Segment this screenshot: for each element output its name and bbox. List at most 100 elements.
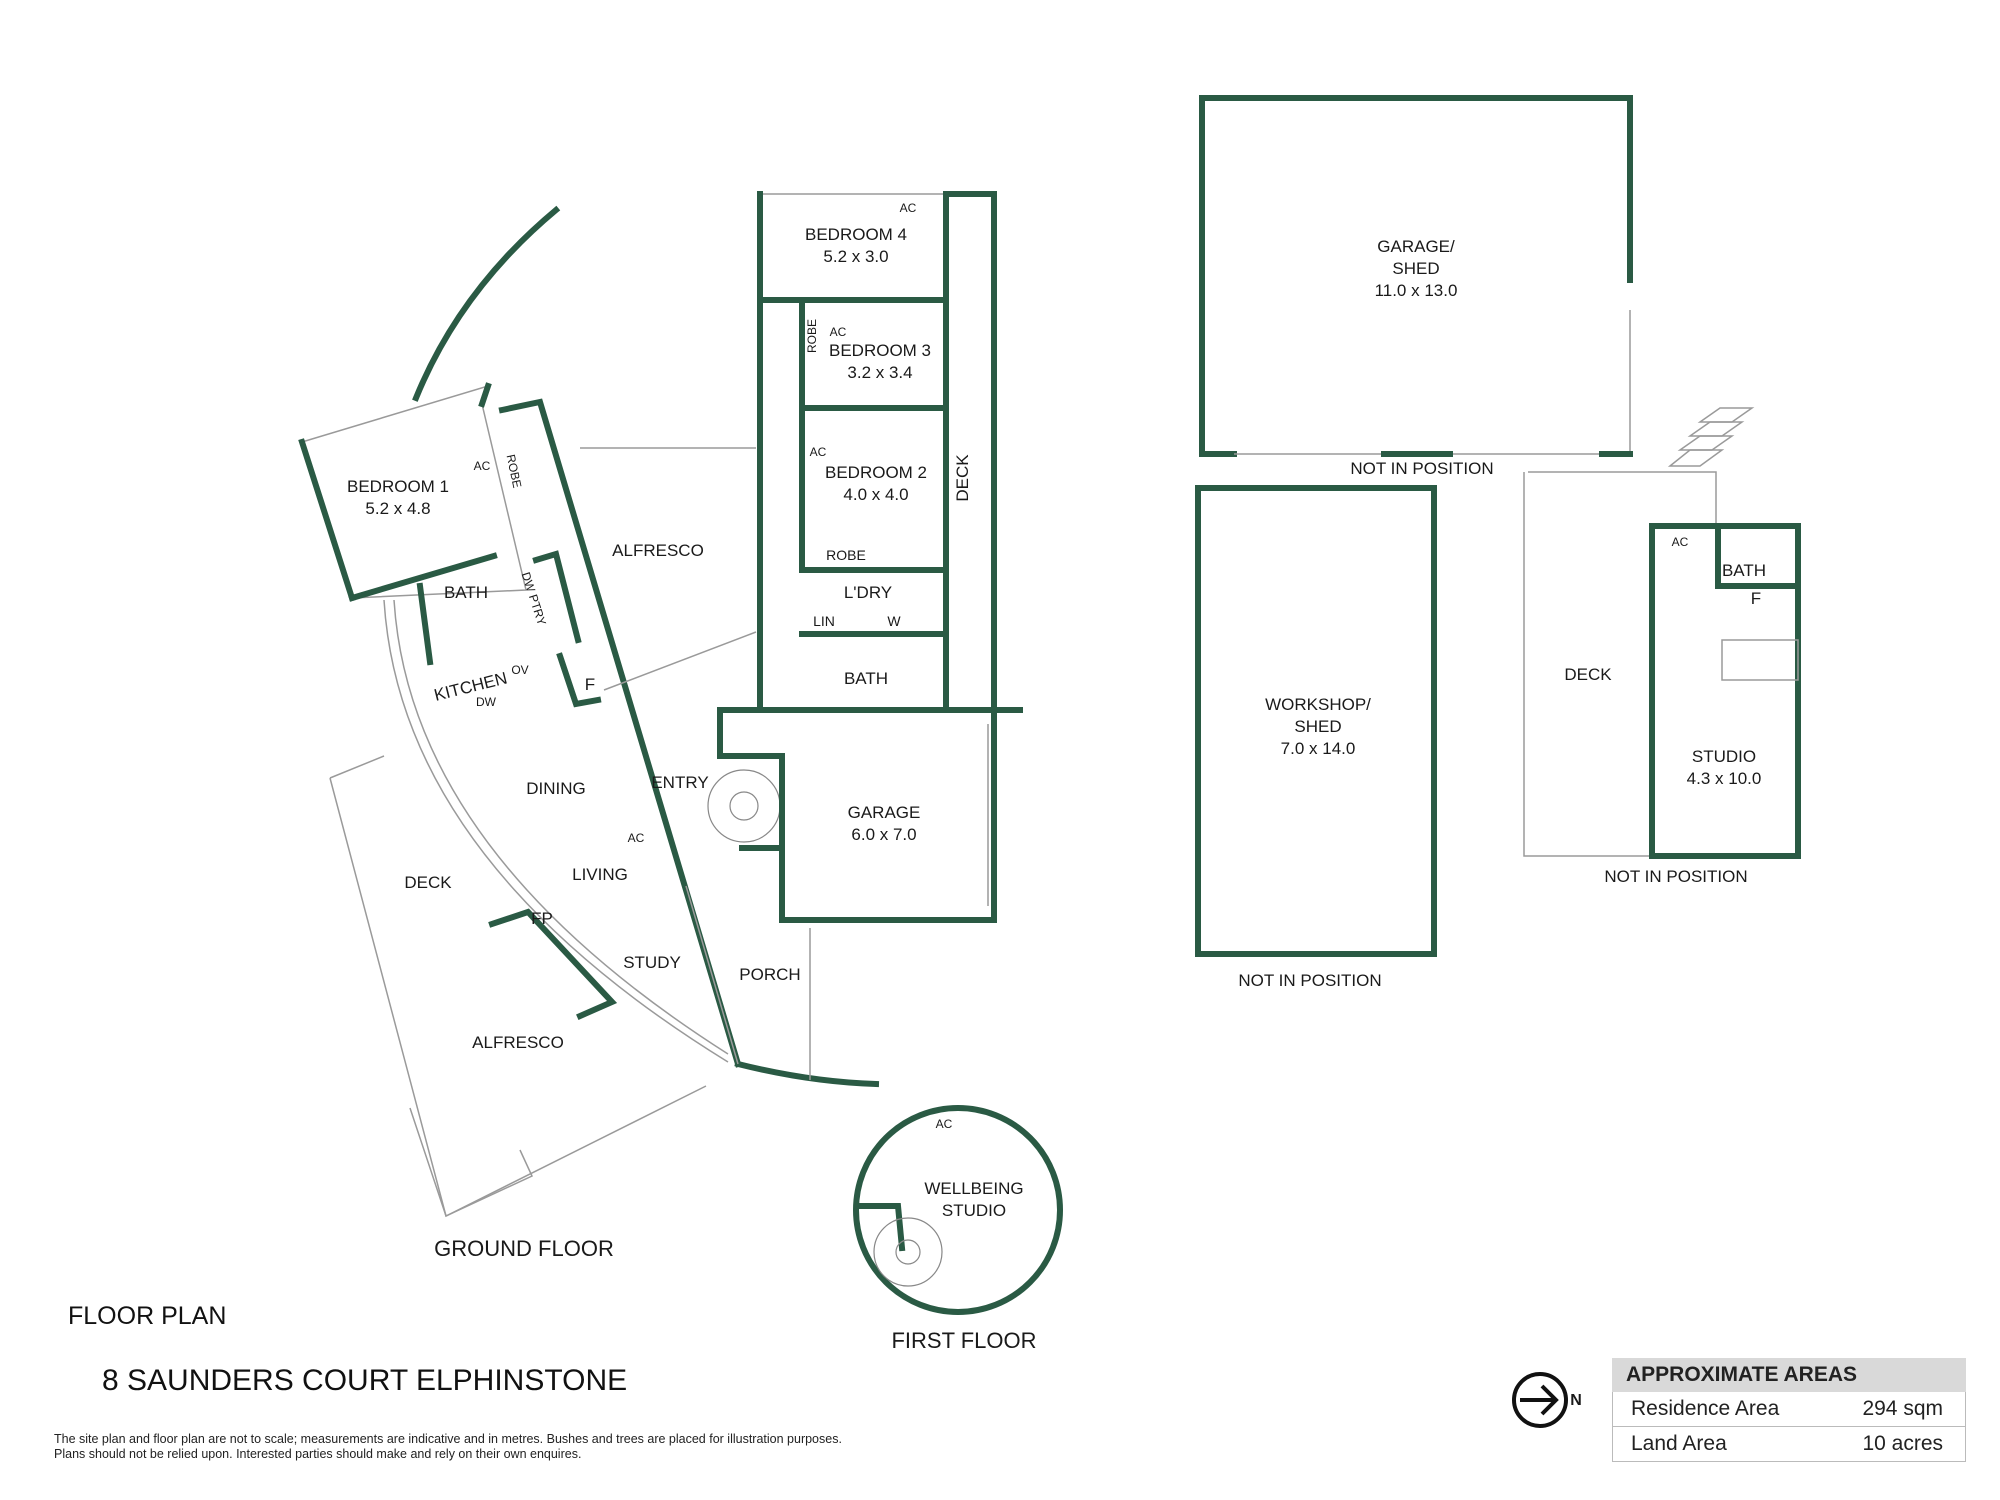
areas-row-label: Residence Area (1631, 1397, 1780, 1420)
step-4 (1697, 407, 1755, 423)
workshop-not-in-position: NOT IN POSITION (1238, 971, 1381, 990)
spiral-stair (707, 769, 781, 843)
studio-bath-wall (1715, 523, 1801, 589)
garage-shed-thin (1234, 310, 1631, 455)
studio-bench (1721, 639, 1799, 681)
fridge-wall (556, 652, 602, 708)
alfresco-outline (580, 447, 757, 691)
garage-name: GARAGE (848, 803, 921, 822)
wellbeing-stair-wall (855, 1203, 906, 1252)
living-curve (383, 599, 729, 1063)
bedroom2-name: BEDROOM 2 (825, 463, 927, 482)
dw-ptry-label: DW PTRY (519, 570, 549, 627)
areas-row-land: Land Area 10 acres (1613, 1427, 1965, 1461)
bedroom2-ac: AC (810, 445, 827, 459)
deck-outline (329, 755, 707, 1218)
address-title: 8 SAUNDERS COURT ELPHINSTONE (102, 1364, 628, 1397)
living-ac: AC (628, 831, 645, 845)
fireplace-label: FP (531, 909, 553, 928)
linen-label: LIN (813, 613, 835, 629)
workshop-name2: SHED (1294, 717, 1341, 736)
bedroom2-dims: 4.0 x 4.0 (843, 485, 908, 504)
wing-bath-label: BATH (844, 669, 888, 688)
bedroom4-dims: 5.2 x 3.0 (823, 247, 888, 266)
north-letter: N (1570, 1392, 1582, 1409)
studio-fridge-label: F (1751, 589, 1761, 608)
garage-shed-building (1199, 95, 1633, 457)
garage-shed-walls (1199, 95, 1633, 457)
approximate-areas-table: APPROXIMATE AREAS Residence Area 294 sqm… (1612, 1358, 1966, 1462)
bath-wall (416, 582, 434, 666)
garage-wall (779, 707, 997, 923)
fireplace-wall (488, 908, 618, 1020)
workshop-name1: WORKSHOP/ (1265, 695, 1371, 714)
bedroom1-wall-bottom (348, 552, 498, 602)
bedroom3-ac: AC (830, 325, 847, 339)
spiral-stair-core (729, 791, 759, 821)
bedroom3-name: BEDROOM 3 (829, 341, 931, 360)
kitchen-label: KITCHEN (432, 668, 509, 704)
living-label: LIVING (572, 865, 628, 884)
areas-row-value: 10 acres (1862, 1432, 1943, 1455)
ground-floor-title: GROUND FLOOR (434, 1236, 614, 1261)
studio-building (1523, 407, 1801, 859)
areas-row-residence: Residence Area 294 sqm (1613, 1392, 1965, 1427)
step-1 (1667, 449, 1725, 467)
deck-lower-label: DECK (404, 873, 452, 892)
garage-shed-name1: GARAGE/ (1377, 237, 1455, 256)
areas-rows: Residence Area 294 sqm Land Area 10 acre… (1612, 1392, 1966, 1462)
bedroom3-robe: ROBE (805, 319, 819, 353)
wellbeing-spiral-stair (873, 1217, 943, 1287)
bedroom4-ac: AC (900, 201, 917, 215)
ov-label: OV (511, 663, 528, 677)
bedroom4-name: BEDROOM 4 (805, 225, 907, 244)
wellbeing-walls (853, 1105, 1063, 1315)
step-3 (1687, 421, 1745, 437)
steps-outline (409, 1107, 533, 1218)
wellbeing-studio (853, 1105, 1063, 1315)
porch-label: PORCH (739, 965, 800, 984)
north-arrow-icon: N (1512, 1372, 1582, 1428)
bedroom-wing (717, 191, 1023, 923)
floor-plan-title: FLOOR PLAN (68, 1302, 227, 1330)
bedroom1-wall-left (298, 438, 356, 602)
areas-heading: APPROXIMATE AREAS (1612, 1358, 1966, 1392)
bedroom3-dims: 3.2 x 3.4 (847, 363, 912, 382)
pantry-wall (532, 550, 582, 644)
workshop-walls (1195, 485, 1437, 957)
fridge-label: F (585, 675, 595, 694)
studio-walls (1649, 523, 1801, 859)
garage-shed-not-in-position: NOT IN POSITION (1350, 459, 1493, 478)
bedroom1-ac: AC (474, 459, 491, 473)
wing-deck-label: DECK (953, 454, 972, 502)
wellbeing-name2: STUDIO (942, 1201, 1006, 1220)
bedroom1-dims: 5.2 x 4.8 (365, 499, 430, 518)
alfresco-lower-label: ALFRESCO (472, 1033, 564, 1052)
disclaimer-line: Plans should not be relied upon. Interes… (54, 1447, 582, 1461)
studio-ac: AC (1672, 535, 1689, 549)
step-2 (1677, 435, 1735, 451)
deck-wall (943, 191, 997, 713)
curved-wall-top (412, 205, 561, 402)
laundry-label: L'DRY (844, 583, 892, 602)
studio-name: STUDIO (1692, 747, 1756, 766)
main-house (298, 205, 880, 1218)
garage-shed-dims: 11.0 x 13.0 (1375, 281, 1458, 300)
porch-outline (685, 885, 811, 1080)
dw-label: DW (476, 695, 497, 709)
bath-label: BATH (444, 583, 488, 602)
entry-label: ENTRY (651, 773, 708, 792)
garage-dims: 6.0 x 7.0 (851, 825, 916, 844)
washer-label: W (887, 613, 901, 629)
workshop-shed-building (1195, 485, 1437, 957)
workshop-dims: 7.0 x 14.0 (1281, 739, 1356, 758)
studio-bath-label: BATH (1722, 561, 1766, 580)
bedroom2-robe: ROBE (826, 547, 866, 563)
dining-label: DINING (526, 779, 586, 798)
wellbeing-name1: WELLBEING (924, 1179, 1023, 1198)
spine-wall (498, 398, 742, 1068)
disclaimer-line: The site plan and floor plan are not to … (54, 1432, 842, 1446)
bedroom1-robe: ROBE (504, 453, 525, 489)
